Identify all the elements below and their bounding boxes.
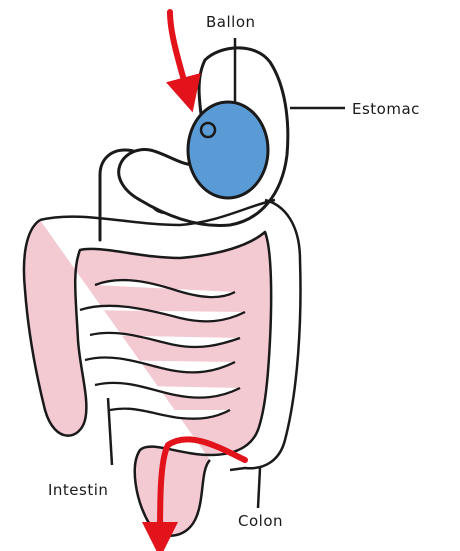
balloon: [188, 102, 268, 198]
stomach-label: Estomac: [352, 100, 420, 118]
colon-label: Colon: [238, 512, 283, 530]
intestine-leader: [108, 398, 112, 465]
intestine-label: Intestin: [48, 481, 108, 499]
colon-leader: [258, 468, 260, 508]
balloon-label: Ballon: [206, 13, 256, 31]
entry-arrow: [170, 12, 188, 95]
balloon-valve: [201, 123, 215, 137]
